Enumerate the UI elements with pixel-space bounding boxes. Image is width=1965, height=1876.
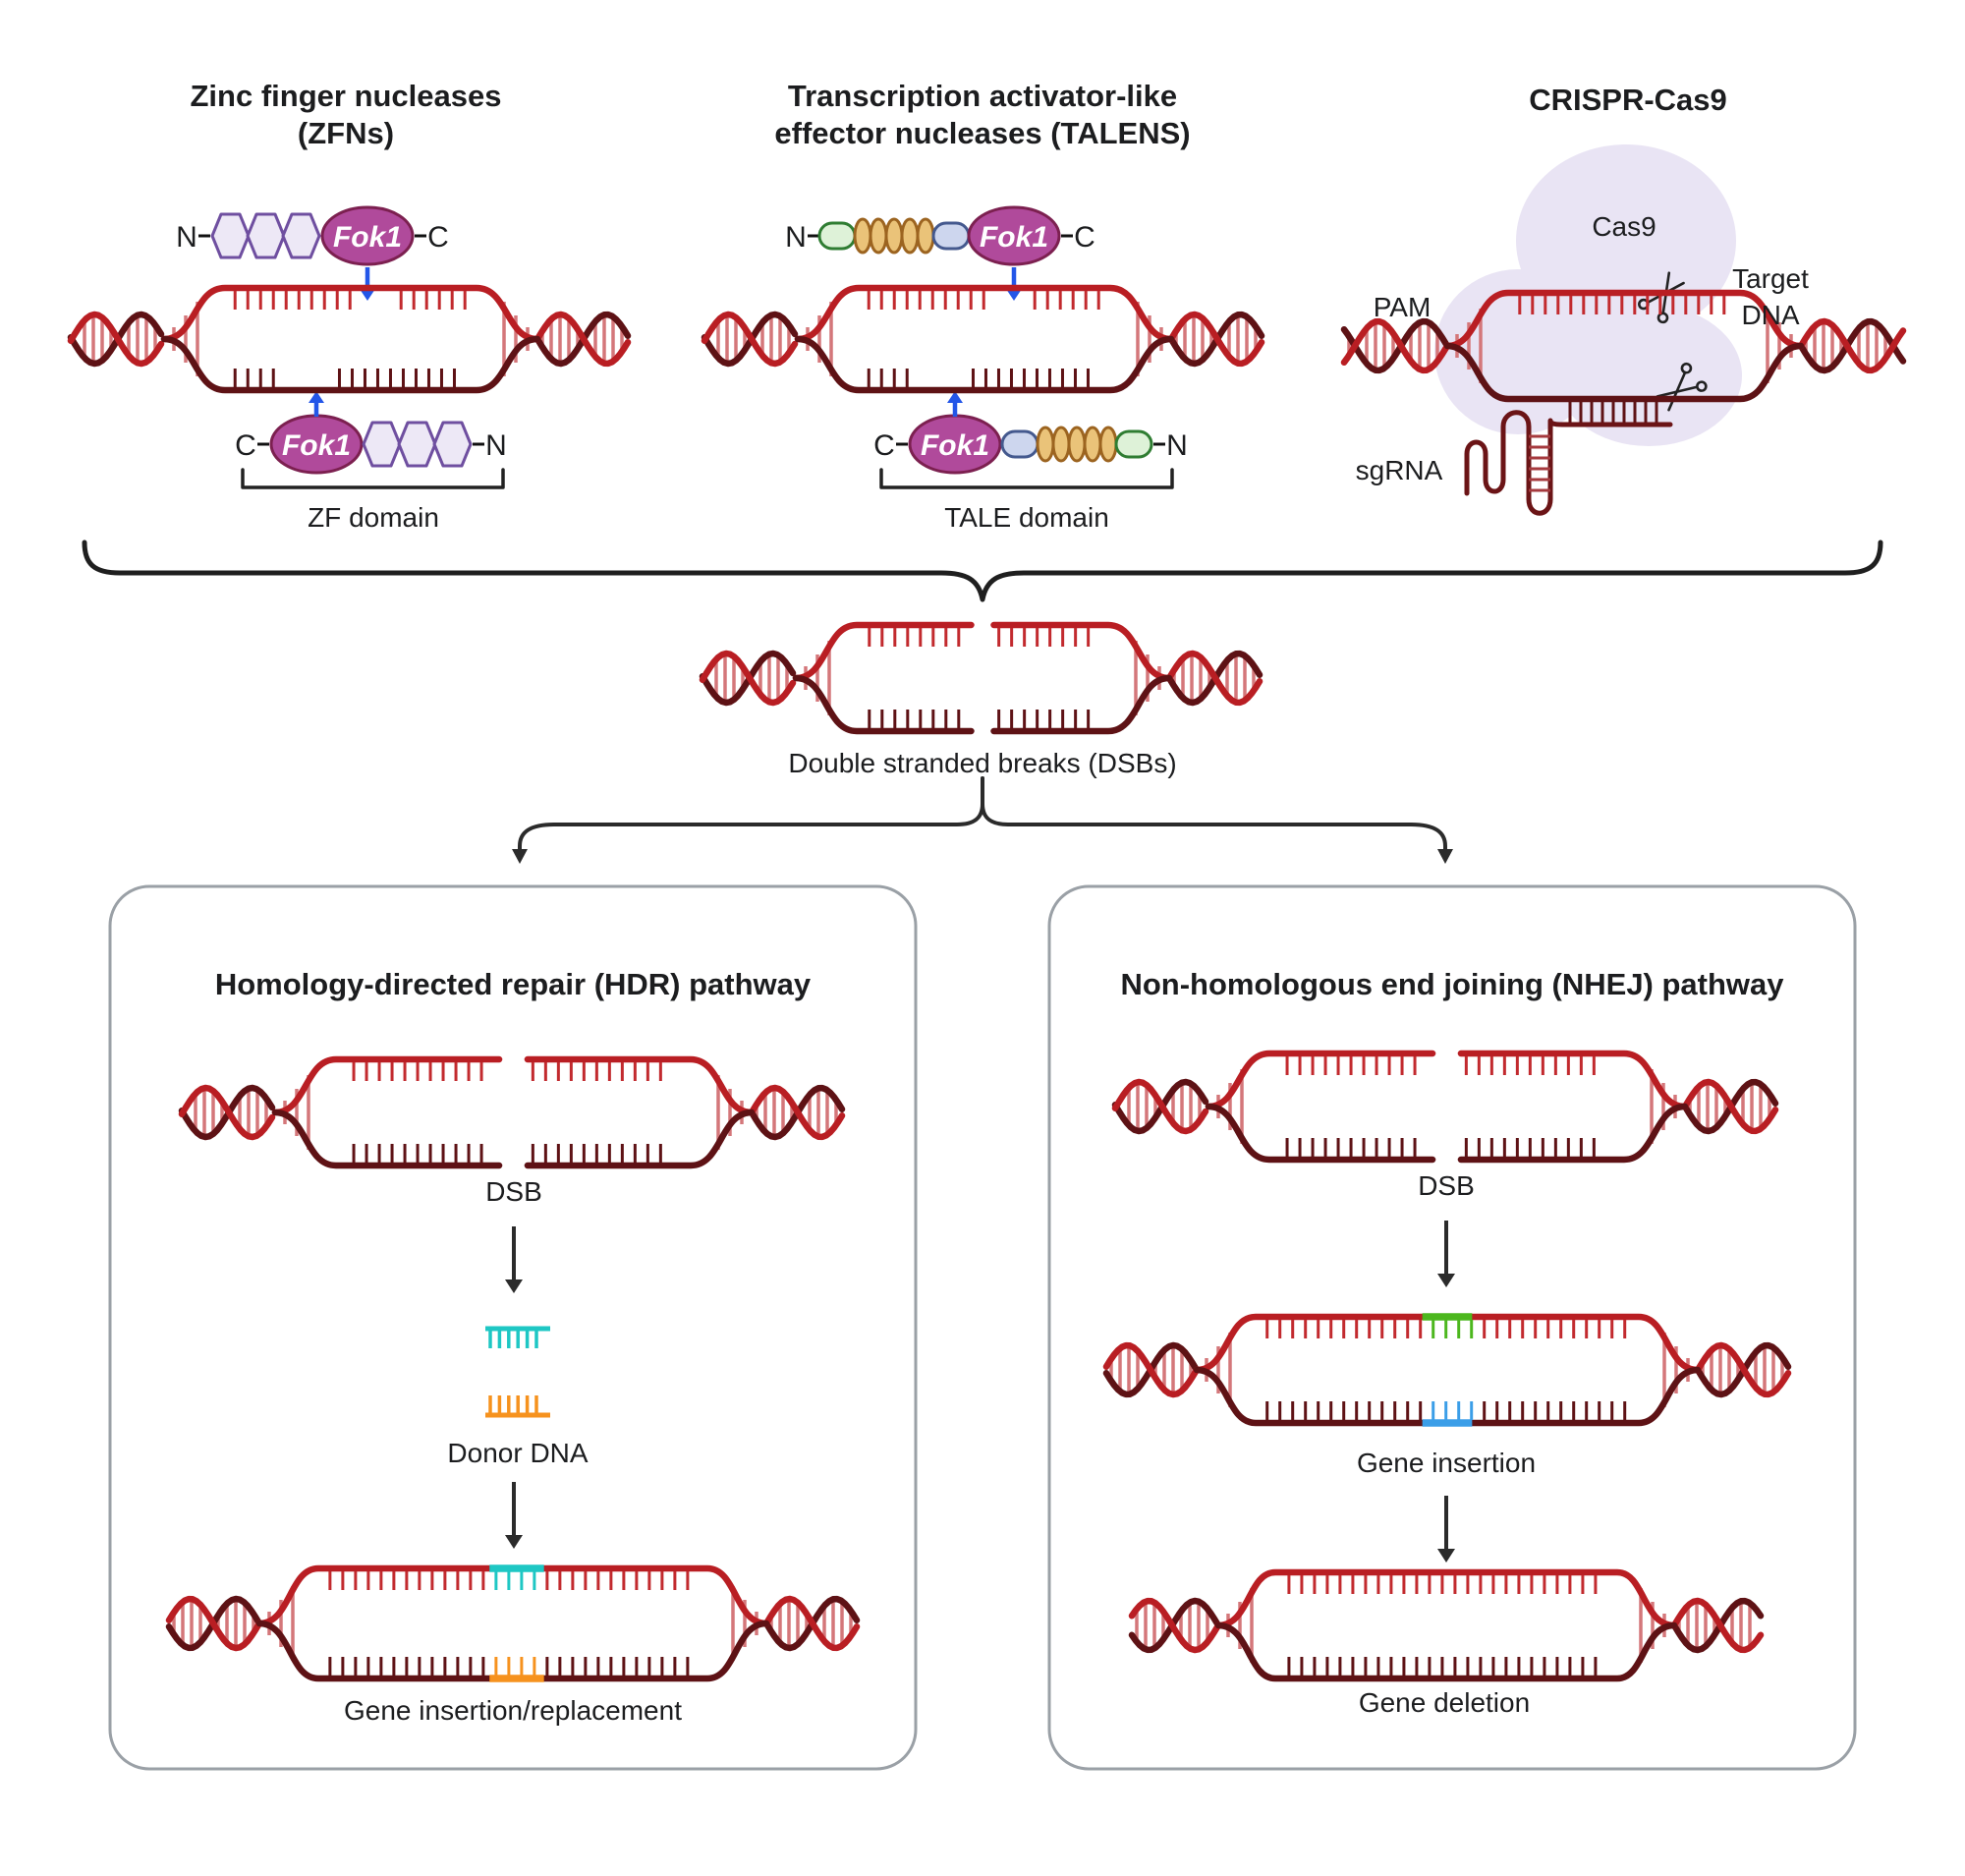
zfn-top-fok1-label: Fok1 [333,221,402,254]
zfn-protein-bottom [257,414,484,475]
target-dna-label-line1: Target [1732,263,1809,294]
zfn-illustration [198,205,505,489]
talen-cut-arrow-top [1006,267,1022,301]
crispr-title: CRISPR-Cas9 [1529,83,1727,117]
diagram-artwork [67,144,1907,1682]
nhej-arrow-1 [1437,1221,1455,1287]
talen-bottom-n-terminus-label: N [1166,429,1188,462]
hdr-dsb-label: DSB [485,1176,542,1207]
nhej-insertion-dna [1102,1313,1792,1427]
hdr-panel-art [485,1226,550,1549]
collect-brace [82,540,1883,602]
nhej-deletion-dna [1128,1568,1765,1682]
hdr-arrow-2 [505,1482,523,1549]
dsb-center-label: Double stranded breaks (DSBs) [788,748,1176,778]
talen-protein-bottom [896,414,1165,475]
sgrna-illustration [1464,399,1673,516]
zfn-title-line2: (ZFNs) [298,116,394,150]
pam-label: PAM [1374,292,1432,322]
talen-top-n-terminus-label: N [785,221,807,254]
target-dna-label-line2: DNA [1741,300,1799,330]
zfn-bottom-c-terminus-label: C [235,429,256,462]
sgrna-label: sgRNA [1356,455,1443,485]
dsb-center-dna [699,621,1263,735]
talen-top-fok1-label: Fok1 [980,221,1048,254]
talen-protein-top [808,205,1073,266]
zfn-protein-top [198,205,426,266]
zf-domain-label: ZF domain [308,502,439,533]
talen-title-line1: Transcription activator-like [788,79,1177,113]
talen-cut-arrow-bottom [947,391,963,417]
tale-domain-bracket [879,468,1174,489]
hdr-dsb-dna [178,1055,846,1169]
zfn-top-n-terminus-label: N [176,221,197,254]
talen-illustration [808,205,1174,489]
scissors-icon [1656,362,1708,412]
split-connector [512,776,1453,864]
gene-insertion-replacement-label: Gene insertion/replacement [344,1695,682,1726]
talen-title-line2: effector nucleases (TALENS) [774,116,1190,150]
hdr-result-dna [165,1564,861,1682]
crispr-target-dna [1340,289,1907,403]
nhej-dsb-label: DSB [1418,1170,1475,1201]
zfn-target-dna [67,284,632,394]
nhej-panel-title: Non-homologous end joining (NHEJ) pathwa… [1120,967,1784,1001]
cas9-blob [1434,144,1742,446]
donor-dna-fragments [485,1326,550,1418]
nhej-dsb-dna [1111,1050,1779,1164]
zf-domain-bracket [241,468,505,489]
zfn-cut-arrow-bottom [309,391,324,417]
zfn-bottom-n-terminus-label: N [485,429,507,462]
nhej-pathway-panel [1047,884,1857,1771]
nhej-panel-art [1437,1221,1455,1563]
zfn-top-c-terminus-label: C [427,221,449,254]
talen-bottom-c-terminus-label: C [873,429,895,462]
hdr-pathway-panel [108,884,918,1771]
hdr-arrow-1 [505,1226,523,1293]
hdr-panel-title: Homology-directed repair (HDR) pathway [215,967,812,1001]
tale-domain-label: TALE domain [944,502,1109,533]
cas9-protein-label: Cas9 [1592,211,1656,242]
zfn-cut-arrow-top [360,267,375,301]
talen-bottom-fok1-label: Fok1 [921,429,989,462]
gene-insertion-label: Gene insertion [1357,1448,1536,1478]
zfn-bottom-fok1-label: Fok1 [282,429,351,462]
donor-dna-label: Donor DNA [447,1438,588,1468]
zfn-title-line1: Zinc finger nucleases [191,79,502,113]
talen-top-c-terminus-label: C [1074,221,1095,254]
nhej-arrow-2 [1437,1496,1455,1563]
crispr-illustration [1434,144,1742,516]
gene-deletion-label: Gene deletion [1359,1687,1530,1718]
talen-target-dna [701,284,1265,394]
